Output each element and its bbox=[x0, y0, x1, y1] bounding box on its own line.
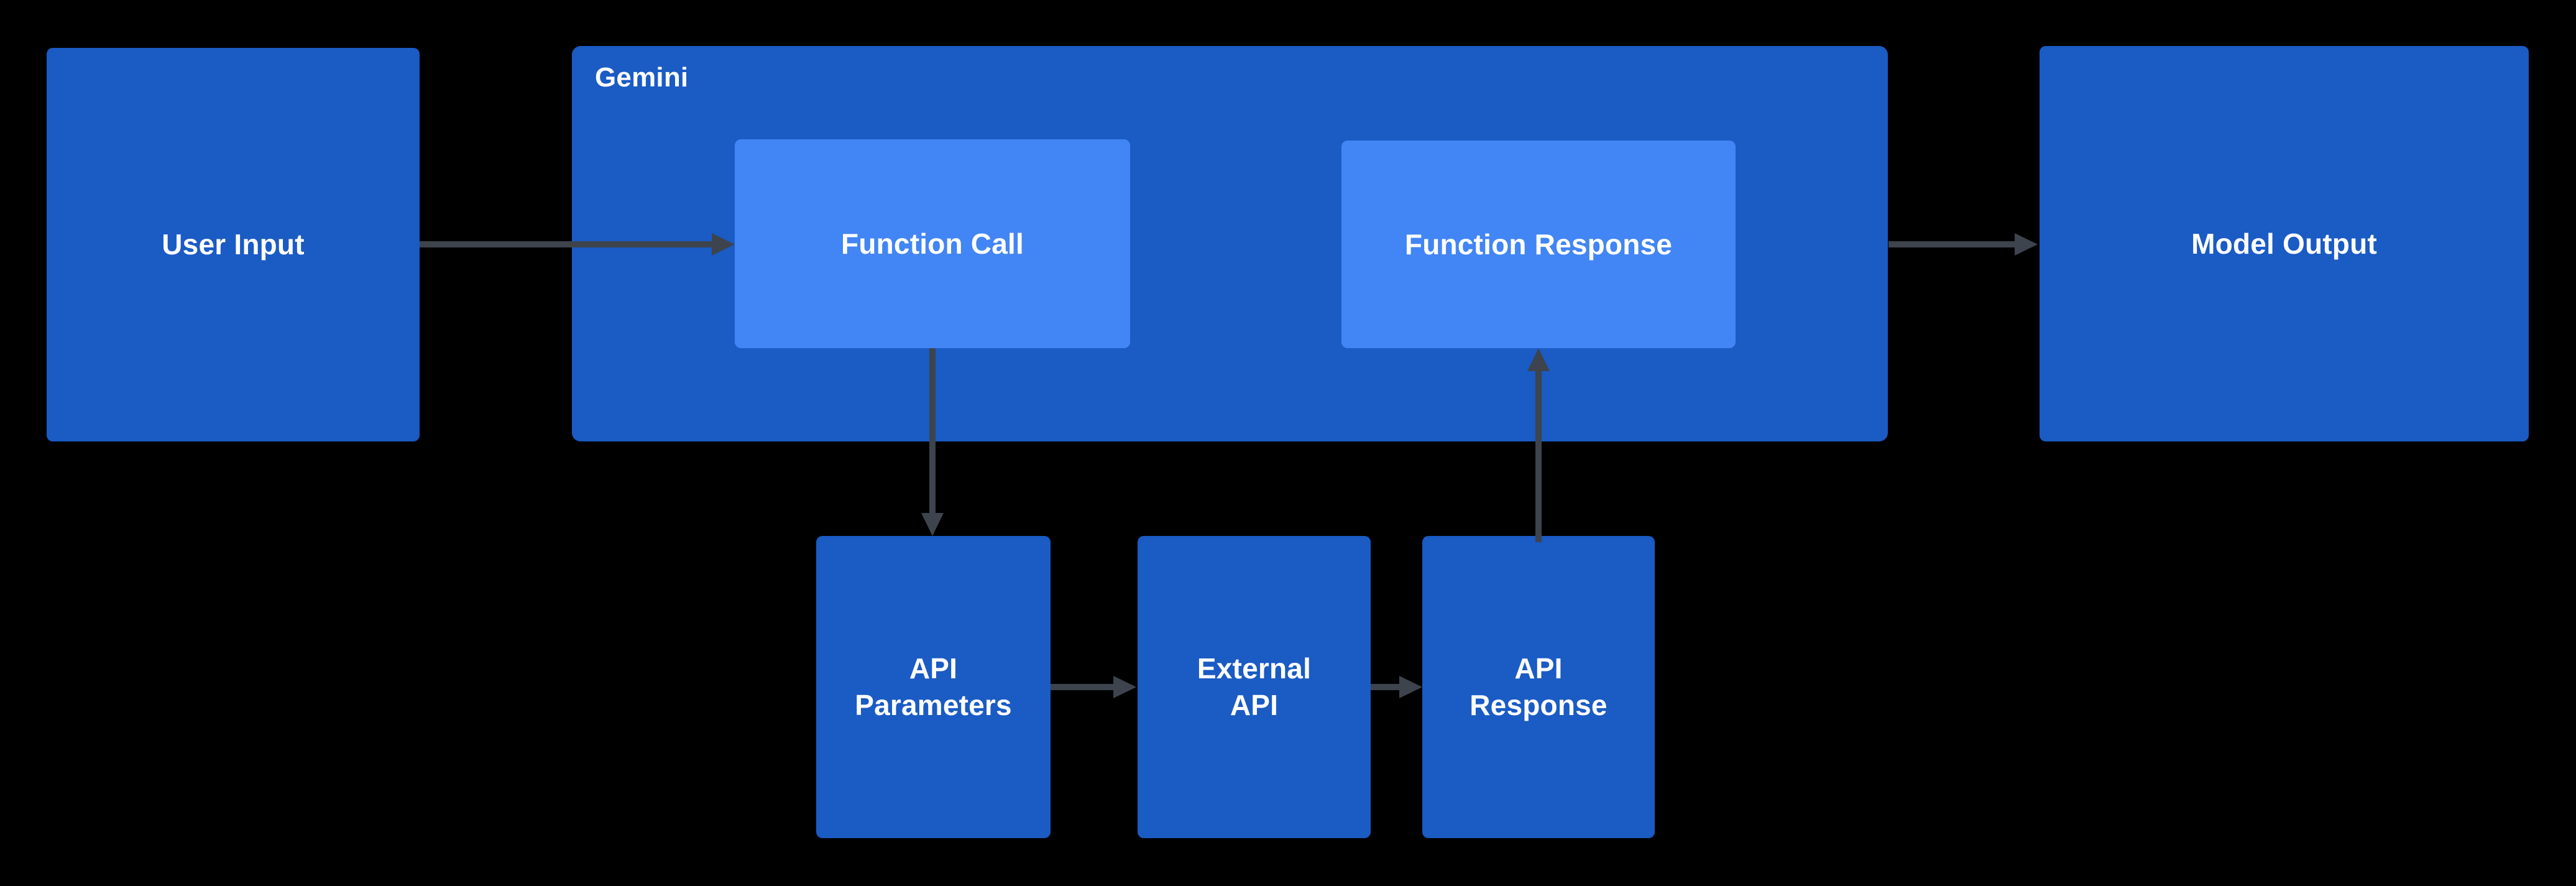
node-api-parameters-label-line1: API bbox=[909, 652, 958, 685]
node-external-api-label-line2: API bbox=[1230, 689, 1279, 721]
node-api-parameters[interactable]: API Parameters bbox=[816, 536, 1051, 838]
node-user-input-label: User Input bbox=[162, 228, 305, 261]
edge-function-response-to-model-output bbox=[1888, 233, 2038, 256]
node-function-response-label: Function Response bbox=[1404, 228, 1673, 261]
node-model-output[interactable]: Model Output bbox=[2040, 46, 2529, 441]
node-function-call-label: Function Call bbox=[841, 227, 1024, 260]
edge-api-response-to-function-response bbox=[1527, 348, 1550, 542]
edge-function-call-to-api-parameters bbox=[921, 348, 944, 536]
node-api-response-label-line2: Response bbox=[1470, 689, 1608, 721]
node-model-output-label: Model Output bbox=[2191, 227, 2377, 260]
node-api-response[interactable]: API Response bbox=[1422, 536, 1655, 838]
node-api-parameters-label-line2: Parameters bbox=[855, 689, 1012, 721]
node-external-api-label-line1: External bbox=[1197, 652, 1312, 685]
edge-api-parameters-to-external-api bbox=[1051, 676, 1136, 698]
subgraph-gemini-label: Gemini bbox=[595, 62, 689, 93]
edge-user-input-to-function-call bbox=[420, 233, 735, 256]
node-external-api[interactable]: External API bbox=[1138, 536, 1371, 838]
edge-external-api-to-api-response bbox=[1371, 676, 1422, 698]
node-function-response[interactable]: Function Response bbox=[1341, 141, 1736, 348]
node-user-input[interactable]: User Input bbox=[47, 48, 420, 441]
node-api-response-label-line1: API bbox=[1514, 652, 1563, 685]
node-function-call[interactable]: Function Call bbox=[735, 139, 1130, 348]
